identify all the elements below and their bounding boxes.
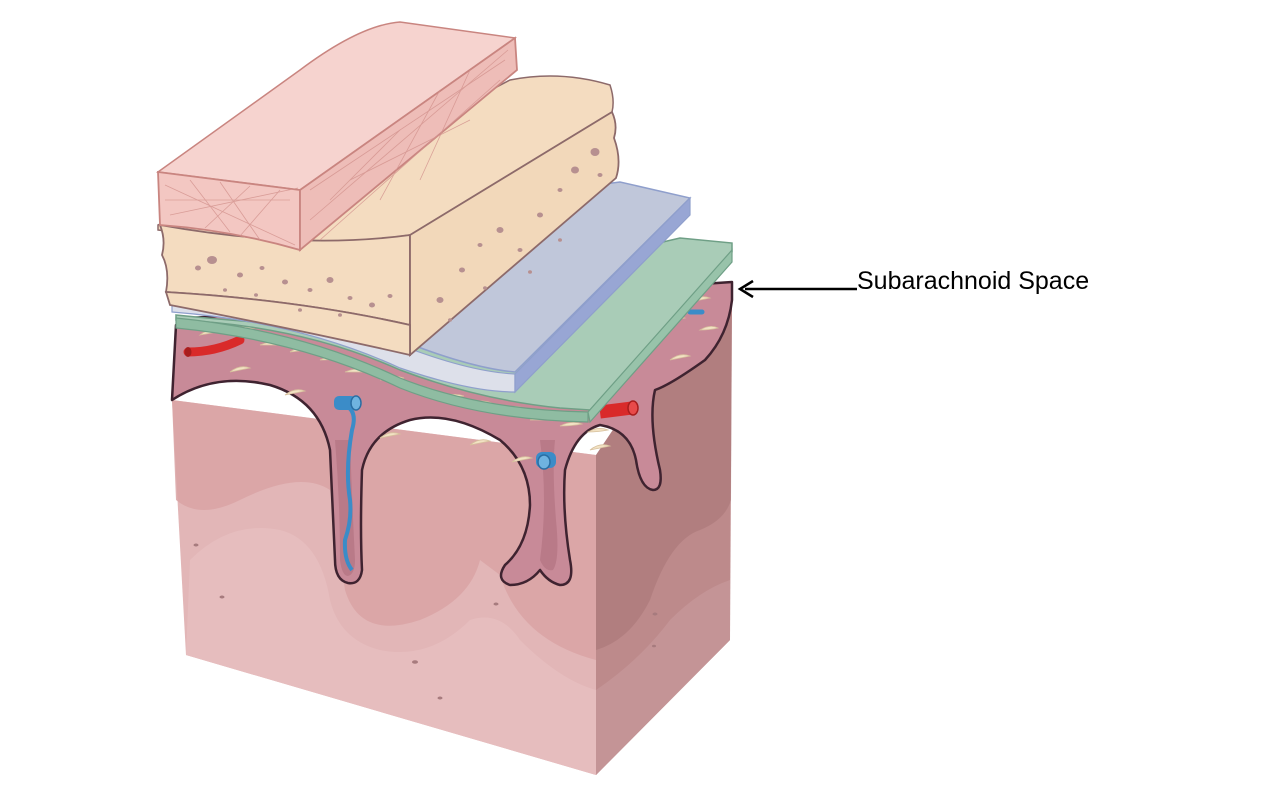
arrow-left-icon <box>737 279 754 299</box>
subarachnoid-space-label: Subarachnoid Space <box>857 267 1090 295</box>
dura-side-edge <box>514 196 691 394</box>
tissue-speckles <box>193 543 658 700</box>
cortex-shading-front <box>172 400 596 660</box>
white-matter-front <box>186 528 596 775</box>
scalp <box>156 21 518 252</box>
bone-side <box>409 110 620 357</box>
white-matter-side <box>596 580 730 775</box>
bone-front-lower <box>164 291 411 357</box>
vein-left <box>342 403 356 572</box>
annotation-arrow <box>737 279 857 299</box>
blood-vessels <box>183 309 705 572</box>
scalp-top <box>156 21 517 191</box>
arachnoid-front-edge <box>175 317 589 423</box>
brain-block <box>170 280 734 775</box>
artery-right <box>599 401 633 419</box>
artery-left <box>183 335 245 357</box>
bone-pores <box>195 148 603 322</box>
sulcus-middle <box>540 440 558 571</box>
scalp-side <box>299 36 518 252</box>
arachnoid-side-edge <box>587 248 733 424</box>
sulcus-left <box>335 440 355 576</box>
cortex-shading-side <box>596 300 732 650</box>
scalp-fibers <box>164 49 509 246</box>
